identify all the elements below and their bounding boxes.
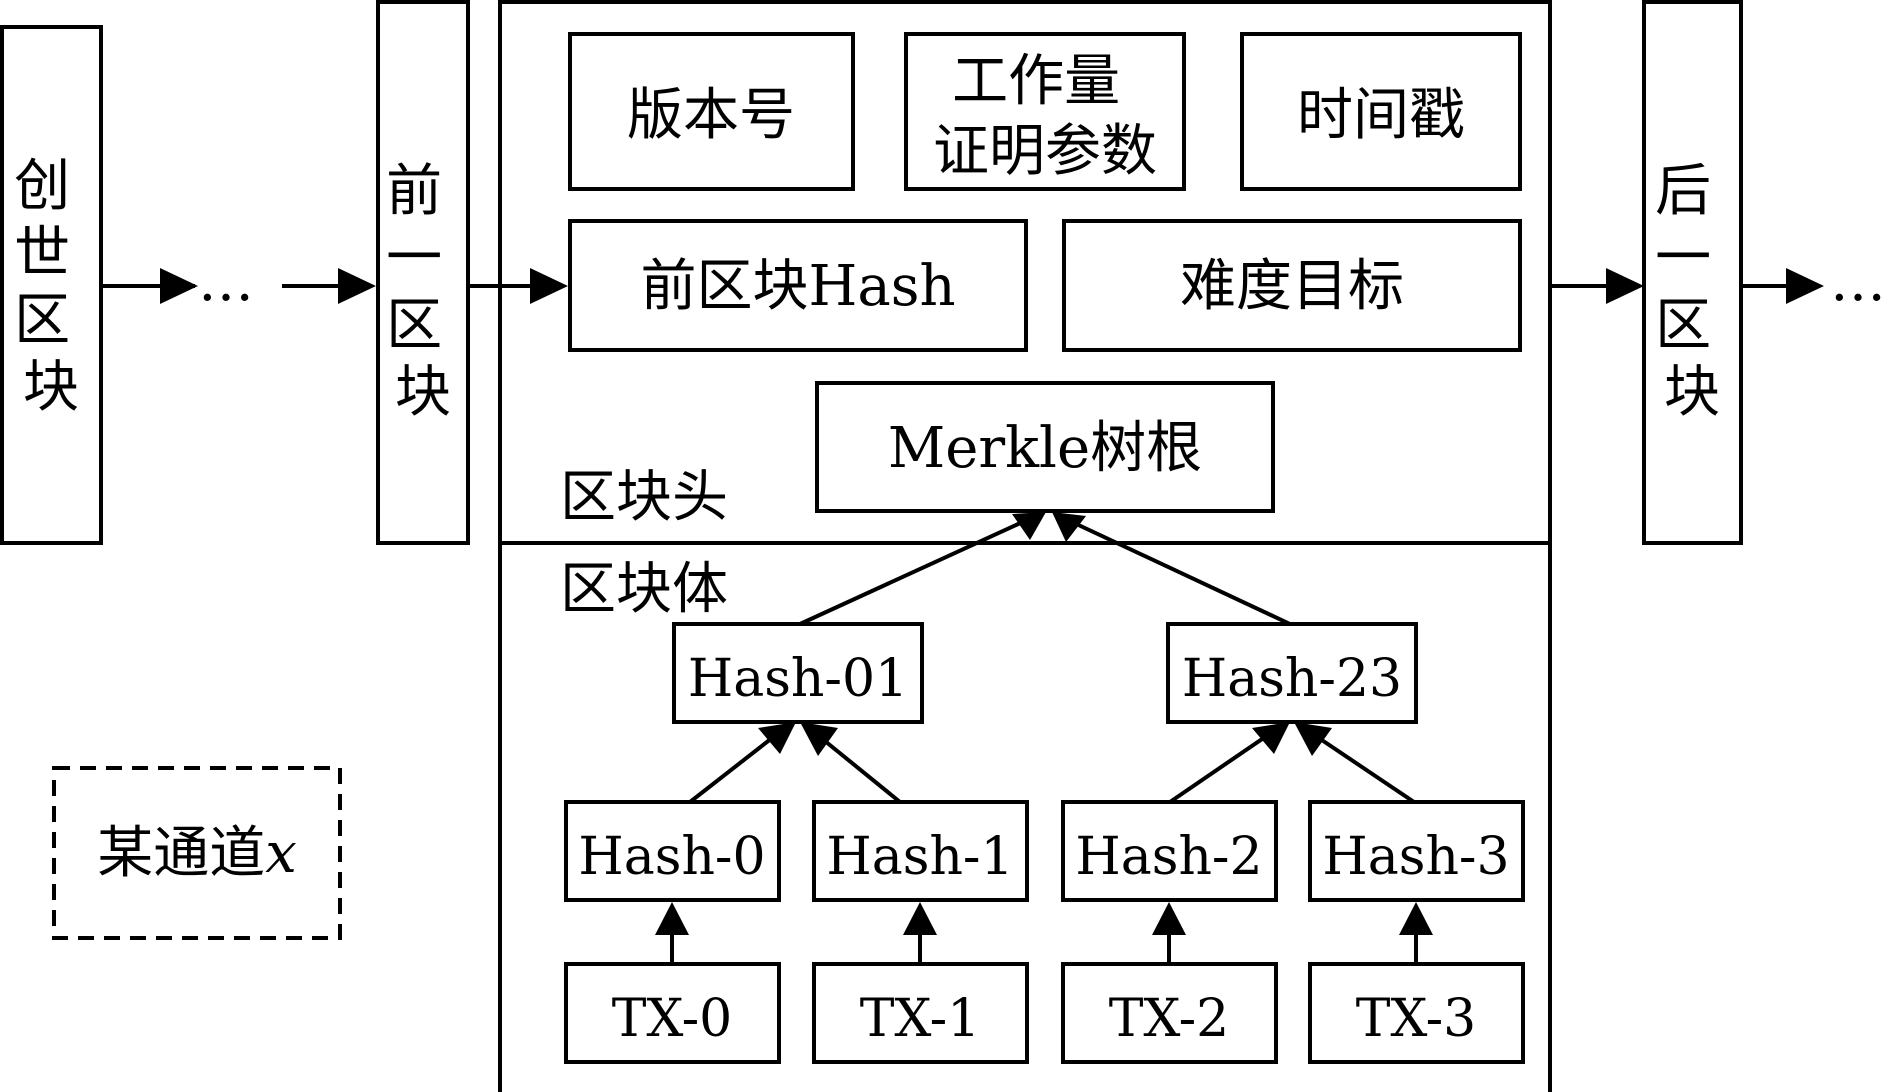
genesis-block: 创 世 区 块 bbox=[0, 25, 103, 545]
hash01-label: Hash-01 bbox=[688, 649, 908, 709]
tx1-label: TX-1 bbox=[860, 989, 981, 1049]
arrowhead-hash01-left bbox=[758, 722, 796, 754]
prev-char-3: 区 bbox=[386, 293, 442, 358]
arrowhead-hash23-left bbox=[1252, 722, 1290, 754]
genesis-char-4: 块 bbox=[23, 355, 79, 420]
next-block: 后 一 区 块 bbox=[1642, 0, 1743, 545]
hash3-box bbox=[1308, 800, 1525, 902]
difficulty-box bbox=[1062, 219, 1522, 352]
tx3-label: TX-3 bbox=[1356, 989, 1477, 1049]
channel-legend-var: x bbox=[265, 821, 297, 886]
edge-hash23-to-root bbox=[1054, 512, 1291, 626]
block-header-label: 区块头 bbox=[560, 465, 728, 530]
hash23-box bbox=[1166, 622, 1418, 724]
hash3-label: Hash-3 bbox=[1322, 827, 1509, 887]
hash01-box bbox=[672, 622, 924, 724]
arrowhead-hash23-right bbox=[1294, 722, 1332, 756]
current-block bbox=[498, 0, 1552, 1092]
tx2-box bbox=[1061, 962, 1278, 1064]
arrowhead-hash3 bbox=[1399, 902, 1433, 935]
edge-hash01-to-root bbox=[799, 512, 1041, 626]
previous-block: 前 一 区 块 bbox=[376, 0, 470, 545]
hash0-label: Hash-0 bbox=[578, 827, 765, 887]
hash1-label: Hash-1 bbox=[826, 827, 1013, 887]
genesis-char-1: 创 bbox=[14, 154, 70, 219]
genesis-block-label: 创 世 区 块 bbox=[14, 154, 88, 420]
timestamp-box bbox=[1240, 32, 1522, 191]
difficulty-label: 难度目标 bbox=[1180, 254, 1404, 319]
tx1-box bbox=[812, 962, 1029, 1064]
tx0-label: TX-0 bbox=[612, 989, 733, 1049]
prev-char-1: 前 bbox=[386, 159, 442, 224]
block-body-label: 区块体 bbox=[560, 557, 728, 622]
prev-hash-box bbox=[568, 219, 1028, 352]
merkle-root-box bbox=[815, 381, 1275, 513]
hash23-label: Hash-23 bbox=[1182, 649, 1402, 709]
timestamp-label: 时间戳 bbox=[1297, 83, 1465, 148]
arrowhead-next bbox=[1606, 268, 1644, 304]
arrowhead-prev bbox=[338, 268, 376, 304]
pow-line-2: 证明参数 bbox=[933, 119, 1157, 184]
genesis-char-2: 世 bbox=[14, 221, 70, 286]
next-char-3: 区 bbox=[1655, 293, 1711, 358]
version-label: 版本号 bbox=[627, 83, 795, 148]
tx2-label: TX-2 bbox=[1109, 989, 1230, 1049]
prev-hash-label: 前区块Hash bbox=[640, 254, 955, 319]
hash0-box bbox=[564, 800, 781, 902]
prev-char-2: 一 bbox=[386, 226, 442, 291]
ellipsis-left: … bbox=[198, 249, 254, 314]
prev-char-4: 块 bbox=[395, 360, 451, 425]
tx3-box bbox=[1308, 962, 1525, 1064]
next-char-1: 后 bbox=[1655, 159, 1711, 224]
arrowhead-root-left bbox=[1012, 512, 1046, 540]
arrowhead-right-ellipsis bbox=[1786, 268, 1824, 304]
arrowhead-hash1 bbox=[903, 902, 937, 935]
arrowhead-prevhash bbox=[530, 268, 568, 304]
version-box bbox=[568, 32, 855, 191]
channel-legend-text: 某通道 bbox=[97, 821, 265, 886]
arrowhead-root-right bbox=[1052, 512, 1086, 542]
next-char-2: 一 bbox=[1655, 226, 1711, 291]
ellipsis-right: … bbox=[1830, 249, 1886, 314]
next-char-4: 块 bbox=[1664, 360, 1720, 425]
next-block-label: 后 一 区 块 bbox=[1655, 159, 1729, 425]
channel-legend-label: 某通道x bbox=[97, 821, 297, 886]
merkle-root-label: Merkle树根 bbox=[888, 416, 1202, 481]
hash2-label: Hash-2 bbox=[1075, 827, 1262, 887]
hash1-box bbox=[812, 800, 1029, 902]
previous-block-label: 前 一 区 块 bbox=[386, 159, 460, 425]
pow-line-1: 工作量 bbox=[952, 49, 1120, 114]
hash2-box bbox=[1061, 800, 1278, 902]
arrowhead-hash01-right bbox=[800, 722, 838, 756]
genesis-char-3: 区 bbox=[14, 288, 70, 353]
pow-params-label: 工作量 证明参数 bbox=[933, 49, 1157, 184]
arrowhead-hash0 bbox=[655, 902, 689, 935]
channel-legend-box bbox=[52, 766, 342, 940]
tx0-box bbox=[564, 962, 781, 1064]
arrowhead-genesis bbox=[160, 268, 198, 304]
arrowhead-hash2 bbox=[1152, 902, 1186, 935]
pow-params-box bbox=[904, 32, 1186, 191]
